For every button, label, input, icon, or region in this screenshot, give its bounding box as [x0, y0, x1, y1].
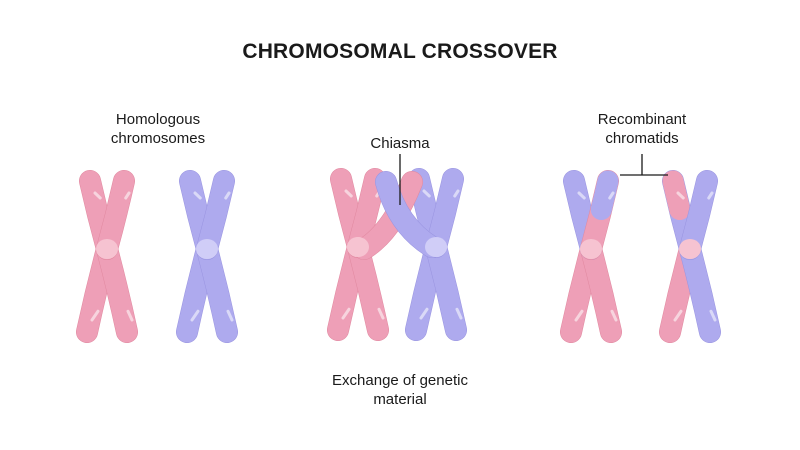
recombinant-chromosome-left-centromere	[580, 239, 602, 259]
label-recombinant-chromatids: Recombinant chromatids	[597, 111, 687, 147]
lavender-chromosome-arm-lr-highlight	[226, 309, 234, 322]
recombinant-chromosome-right	[659, 170, 721, 343]
crossing-over-pair	[327, 168, 467, 341]
lavender-chromosome-centromere-top	[425, 237, 447, 257]
recombinant-chromosome-left-arm-lr-highlight	[610, 309, 618, 322]
recombinant-chromosome-left-arm-ll-highlight	[574, 309, 584, 322]
chiasma-crossover	[347, 171, 447, 260]
pink-chromosome-arm-lr-highlight	[377, 307, 385, 320]
pink-chromosome-arm-ll-highlight	[90, 309, 100, 322]
lavender-chromosome-arm-ur-highlight	[224, 191, 231, 200]
lavender-crossing-chromatid	[375, 171, 443, 258]
recombinant-chromosome-right-arm-lr-highlight	[709, 309, 717, 322]
recombinant-chromosome-left-arm-lr	[580, 238, 622, 343]
recombinant-chromosome-left-arm-ur-recombinant-segment	[590, 170, 619, 221]
pink-crossing-chromatid	[353, 171, 423, 260]
lavender-chromosome-arm-lr	[196, 238, 238, 343]
pink-chromosome-centromere-top	[347, 237, 369, 257]
lavender-chromosome-arm-ul-highlight	[193, 191, 202, 200]
homologous-pair	[76, 170, 238, 343]
lavender-chromosome	[176, 170, 238, 343]
label-exchange-of-genetic-material: Exchange of genetic material	[332, 372, 468, 408]
pink-chromosome-arm-ur-highlight	[124, 191, 131, 200]
recombinant-chromosome-left	[560, 170, 622, 343]
pink-chromosome-arm-lr-highlight	[126, 309, 134, 322]
lavender-chromosome-arm-ll-highlight	[419, 307, 429, 320]
lavender-chromosome-arm-ur	[196, 170, 235, 260]
recombinant-chromosome-right-arm-lr	[679, 238, 721, 343]
leader-lines	[399, 154, 668, 205]
recombinant-chromosome-right-arm-ul-recombinant-segment	[662, 170, 691, 221]
recombinant-chromosome-right-arm-ur	[679, 170, 718, 260]
recombinant-chromosome-right-arm-ul-highlight	[676, 191, 685, 200]
lavender-chromosome-arm-lr	[425, 236, 467, 341]
lavender-chromosome-arm-ur	[425, 168, 464, 258]
recombinant-chromosome-left-arm-ul-highlight	[577, 191, 586, 200]
label-homologous-chromosomes: Homologous chromosomes	[110, 111, 206, 147]
pink-chromosome-arm-ul-highlight	[344, 189, 353, 198]
pink-chromosome	[76, 170, 138, 343]
lavender-chromosome-arm-ll-highlight	[190, 309, 200, 322]
diagram-title: CHROMOSOMAL CROSSOVER	[242, 40, 558, 63]
pink-chromosome-arm-ur	[96, 170, 135, 260]
recombinant-chromosome-left-arm-ur-highlight	[608, 191, 615, 200]
pink-chromosome-arm-ul-highlight	[93, 191, 102, 200]
lavender-chromosome-arm-ul-highlight	[422, 189, 431, 198]
recombinant-chromosome-right-centromere	[679, 239, 701, 259]
recombinant-pair	[560, 170, 721, 343]
pink-chromosome-arm-lr	[96, 238, 138, 343]
lavender-chromosome-centromere	[196, 239, 218, 259]
lavender-chromosome-arm-ur-highlight	[453, 189, 460, 198]
recombinant-chromosome-right-arm-ur-highlight	[707, 191, 714, 200]
recombinant-chromosome-right-arm-ll-highlight	[673, 309, 683, 322]
pink-chromosome-centromere	[96, 239, 118, 259]
lavender-chromosome-arm-lr-highlight	[455, 307, 463, 320]
pink-chromosome-arm-ll-highlight	[341, 307, 351, 320]
label-chiasma: Chiasma	[370, 135, 430, 152]
